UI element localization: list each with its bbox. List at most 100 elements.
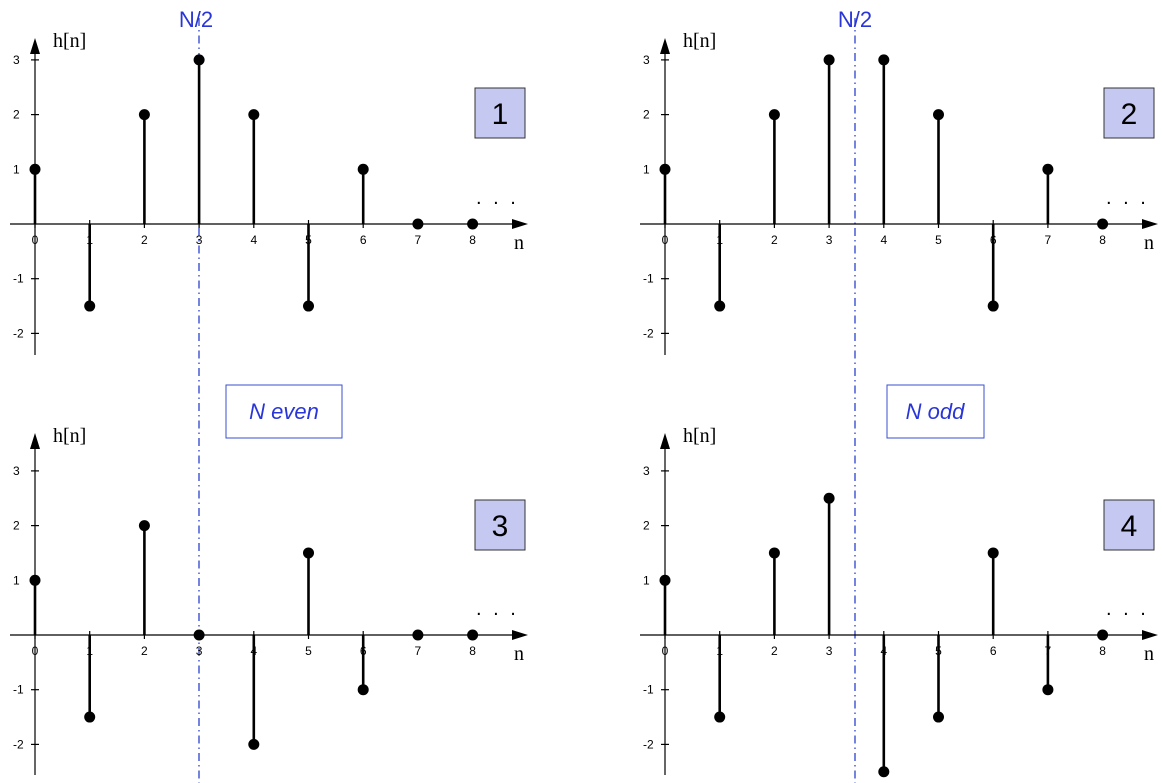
- n-even-note-text: N even: [249, 399, 319, 424]
- x-tick-label: 7: [1045, 233, 1052, 247]
- y-axis-label: h[n]: [683, 30, 716, 52]
- stem-point: [467, 629, 479, 641]
- panel-number-badge: 1: [474, 87, 526, 139]
- stem-point: [412, 218, 424, 230]
- stem-point: [714, 711, 726, 723]
- badge-box: [1103, 87, 1155, 139]
- y-tick-label: -1: [643, 272, 654, 286]
- y-tick-label: -2: [13, 326, 24, 340]
- x-tick-label: 5: [305, 644, 312, 658]
- stem-point: [193, 54, 205, 66]
- stem-point: [823, 54, 835, 66]
- y-tick-label: 2: [643, 519, 650, 533]
- continuation-dots: . . .: [1106, 598, 1149, 620]
- x-axis-arrow: [1142, 630, 1158, 640]
- y-tick-label: 1: [13, 162, 20, 176]
- x-axis-label: n: [514, 232, 524, 254]
- x-tick-label: 7: [415, 233, 422, 247]
- y-tick-label: -2: [643, 326, 654, 340]
- stem-point: [84, 711, 96, 723]
- continuation-dots: . . .: [1106, 187, 1149, 209]
- stem-point: [357, 163, 369, 175]
- stem-point: [878, 766, 890, 778]
- stem-point: [1097, 629, 1109, 641]
- y-tick-label: -1: [643, 683, 654, 697]
- stem-point: [933, 711, 944, 723]
- badge-box: [474, 87, 526, 139]
- stem-point: [1042, 163, 1054, 175]
- x-tick-label: 3: [196, 644, 203, 658]
- stem-point: [1097, 218, 1109, 230]
- x-tick-label: 0: [662, 644, 669, 658]
- x-tick-label: 4: [880, 233, 887, 247]
- panel-number-badge: 2: [1103, 87, 1155, 139]
- badge-number: 1: [492, 98, 509, 131]
- y-tick-label: 1: [643, 573, 650, 587]
- x-tick-label: 2: [141, 644, 148, 658]
- stem-point: [412, 629, 424, 641]
- panel-number-badge: 3: [474, 499, 526, 551]
- continuation-dots: . . .: [476, 598, 519, 620]
- stem-point: [29, 574, 41, 586]
- stem-point: [193, 629, 205, 641]
- y-tick-label: 1: [643, 162, 650, 176]
- stem-point: [933, 109, 944, 121]
- x-tick-label: 8: [469, 644, 476, 658]
- y-tick-label: -2: [643, 737, 654, 751]
- y-axis-arrow: [30, 433, 40, 449]
- y-tick-label: 2: [13, 108, 20, 122]
- y-axis-label: h[n]: [53, 425, 86, 447]
- stem-point: [823, 492, 835, 504]
- x-tick-label: 2: [771, 233, 778, 247]
- x-tick-label: 7: [415, 644, 422, 658]
- y-tick-label: 2: [13, 519, 20, 533]
- x-axis-label: n: [1144, 643, 1154, 665]
- x-axis-label: n: [514, 643, 524, 665]
- n-odd-note-text: N odd: [906, 399, 965, 424]
- badge-number: 2: [1121, 98, 1138, 131]
- y-axis-arrow: [30, 38, 40, 54]
- y-axis-label: h[n]: [53, 30, 86, 52]
- y-tick-label: 3: [643, 464, 650, 478]
- y-tick-label: -1: [13, 683, 24, 697]
- badge-box: [1103, 499, 1155, 551]
- stem-point: [84, 300, 96, 312]
- x-tick-label: 3: [826, 233, 833, 247]
- x-axis-arrow: [512, 219, 528, 229]
- x-tick-label: 8: [1099, 233, 1106, 247]
- y-tick-label: 3: [13, 53, 20, 67]
- stem-point: [138, 520, 150, 532]
- x-tick-label: 0: [662, 233, 669, 247]
- stem-point: [303, 300, 314, 312]
- stem-point: [29, 163, 41, 175]
- stem-point: [303, 547, 314, 559]
- x-tick-label: 4: [250, 233, 257, 247]
- stem-point: [467, 218, 479, 230]
- x-tick-label: 8: [1099, 644, 1106, 658]
- y-tick-label: 3: [643, 53, 650, 67]
- continuation-dots: . . .: [476, 187, 519, 209]
- panel-number-badge: 4: [1103, 499, 1155, 551]
- badge-box: [474, 499, 526, 551]
- stem-point: [878, 54, 890, 66]
- stem-point: [714, 300, 726, 312]
- x-tick-label: 3: [826, 644, 833, 658]
- y-axis-label: h[n]: [683, 425, 716, 447]
- x-tick-label: 0: [32, 233, 39, 247]
- n-odd-note: N odd: [886, 384, 985, 439]
- n-even-note: N even: [225, 384, 343, 439]
- y-axis-arrow: [660, 38, 670, 54]
- x-tick-label: 3: [196, 233, 203, 247]
- n-half-label-left: N/2: [179, 7, 213, 32]
- y-axis-arrow: [660, 433, 670, 449]
- badge-number: 4: [1121, 510, 1138, 543]
- y-tick-label: 1: [13, 573, 20, 587]
- x-axis-label: n: [1144, 232, 1154, 254]
- x-axis-arrow: [512, 630, 528, 640]
- stem-point: [248, 109, 260, 121]
- y-tick-label: 3: [13, 464, 20, 478]
